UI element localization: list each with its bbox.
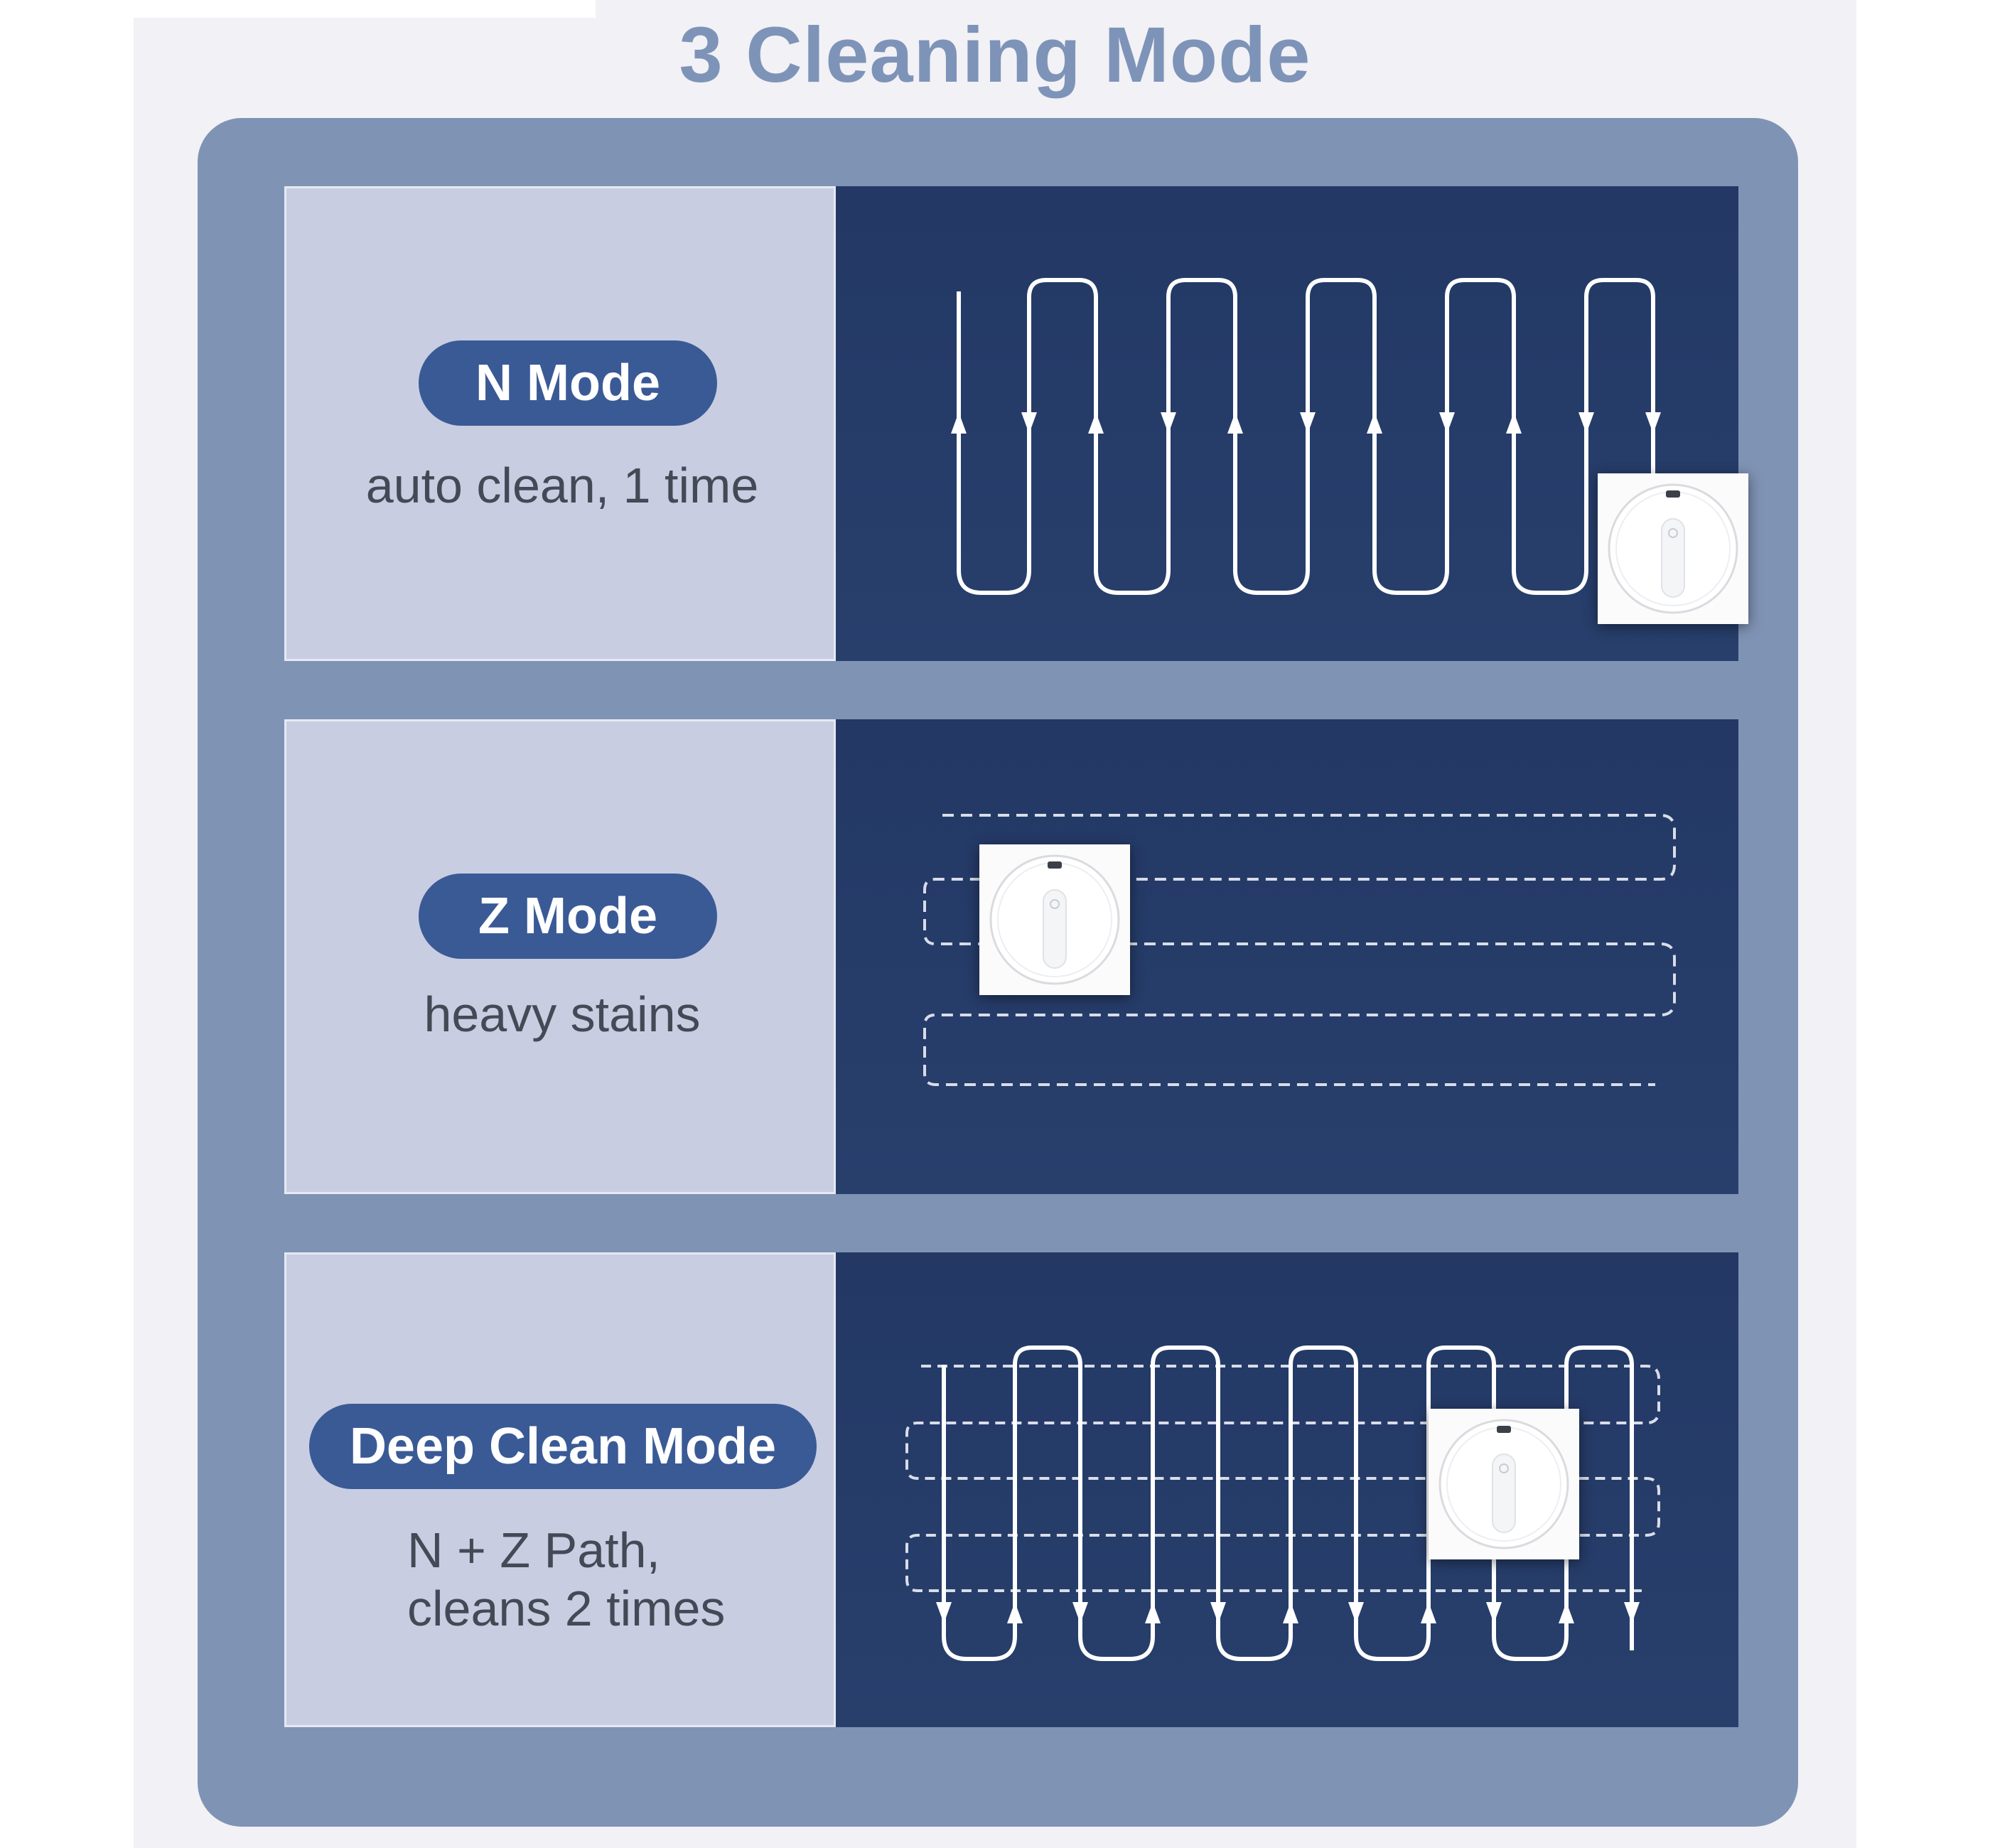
mode-name-badge: Z Mode <box>419 874 717 959</box>
mode-description-line-1: N + Z Path, <box>407 1522 660 1578</box>
mode-description-line-2: cleans 2 times <box>407 1581 726 1636</box>
page-title: 3 Cleaning Mode <box>679 11 1311 99</box>
z-path-icon <box>923 814 1676 1086</box>
n-path-icon <box>951 278 1661 595</box>
mode-label-area: N Mode auto clean, 1 time <box>284 186 836 661</box>
mode-description: heavy stains <box>424 987 701 1042</box>
mode-name-badge: N Mode <box>419 340 717 426</box>
mode-label-area: Z Mode heavy stains <box>284 719 836 1194</box>
window-cleaning-robot-icon <box>1429 1409 1579 1559</box>
mode-panel-n: N Mode auto clean, 1 time <box>284 186 1738 661</box>
deep-clean-path-illustration <box>836 1252 1738 1727</box>
mode-name-badge: Deep Clean Mode <box>309 1404 817 1489</box>
window-cleaning-robot-icon <box>979 844 1130 995</box>
n-path-illustration <box>836 186 1738 661</box>
mode-label-area: Deep Clean Mode N + Z Path, cleans 2 tim… <box>284 1252 836 1727</box>
z-path-illustration <box>836 719 1738 1194</box>
mode-description: auto clean, 1 time <box>365 458 759 513</box>
mode-panel-deep-clean: Deep Clean Mode N + Z Path, cleans 2 tim… <box>284 1252 1738 1727</box>
top-strip <box>134 0 596 18</box>
n-and-z-path-icon <box>905 1345 1660 1661</box>
window-cleaning-robot-icon <box>1598 473 1748 624</box>
